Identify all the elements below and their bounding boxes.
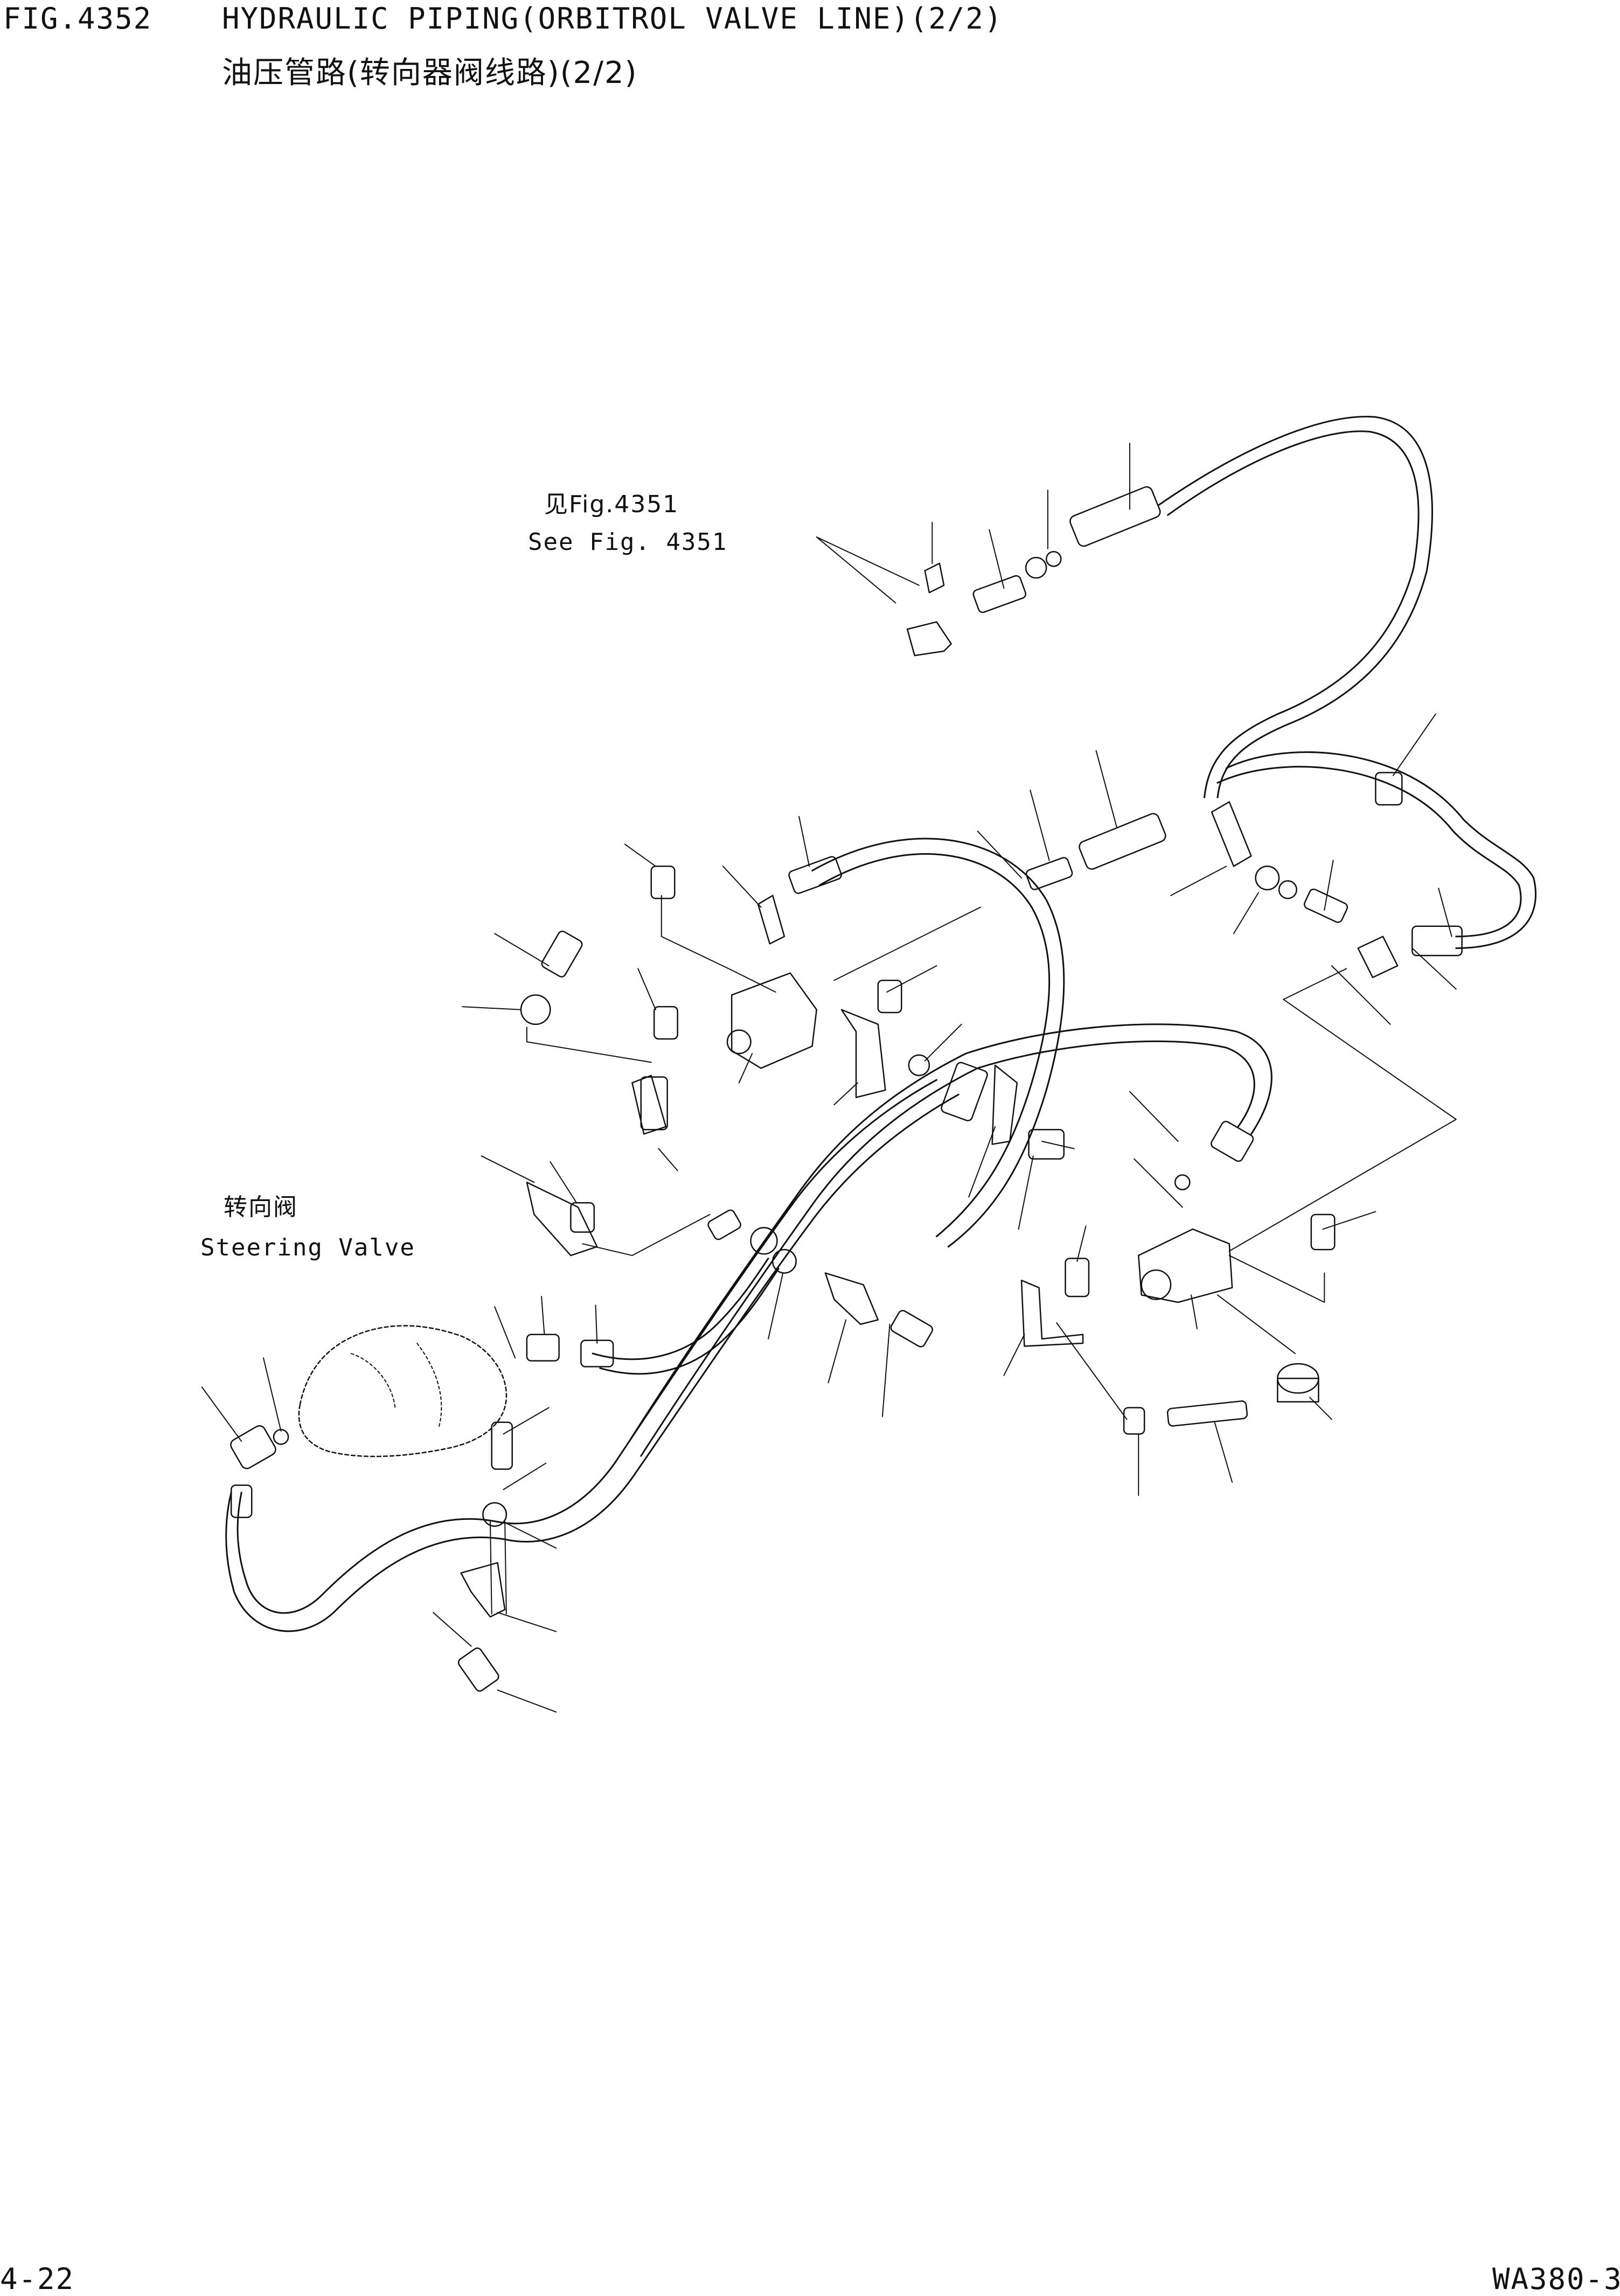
steering-valve-body (299, 1325, 506, 1456)
figure-title-english: HYDRAULIC PIPING(ORBITROL VALVE LINE)(2/… (222, 2, 1003, 36)
hose-upper-loop (1159, 417, 1432, 798)
figure-title-chinese: 油压管路(转向器阀线路)(2/2) (222, 55, 638, 90)
hose-right-lower (966, 1024, 1272, 1134)
hose-middle-arc (812, 839, 1064, 1247)
model-code: WA380-3 (1492, 2262, 1620, 2296)
hose-lower-left (593, 1258, 778, 1373)
hose-right-loop (1218, 752, 1535, 948)
see-fig-reference-english: See Fig. 4351 (528, 528, 728, 556)
page-number: 4-22 (0, 2262, 75, 2296)
steering-valve-label-chinese: 转向阀 (224, 1194, 298, 1221)
pipe-bundle-main (226, 1053, 978, 1631)
see-fig-reference-chinese: 见Fig.4351 (544, 491, 679, 518)
steering-valve-label-english: Steering Valve (200, 1234, 415, 1261)
fittings (228, 485, 1462, 1693)
leader-lines (202, 443, 1456, 1712)
figure-number: FIG.4352 (3, 2, 152, 36)
